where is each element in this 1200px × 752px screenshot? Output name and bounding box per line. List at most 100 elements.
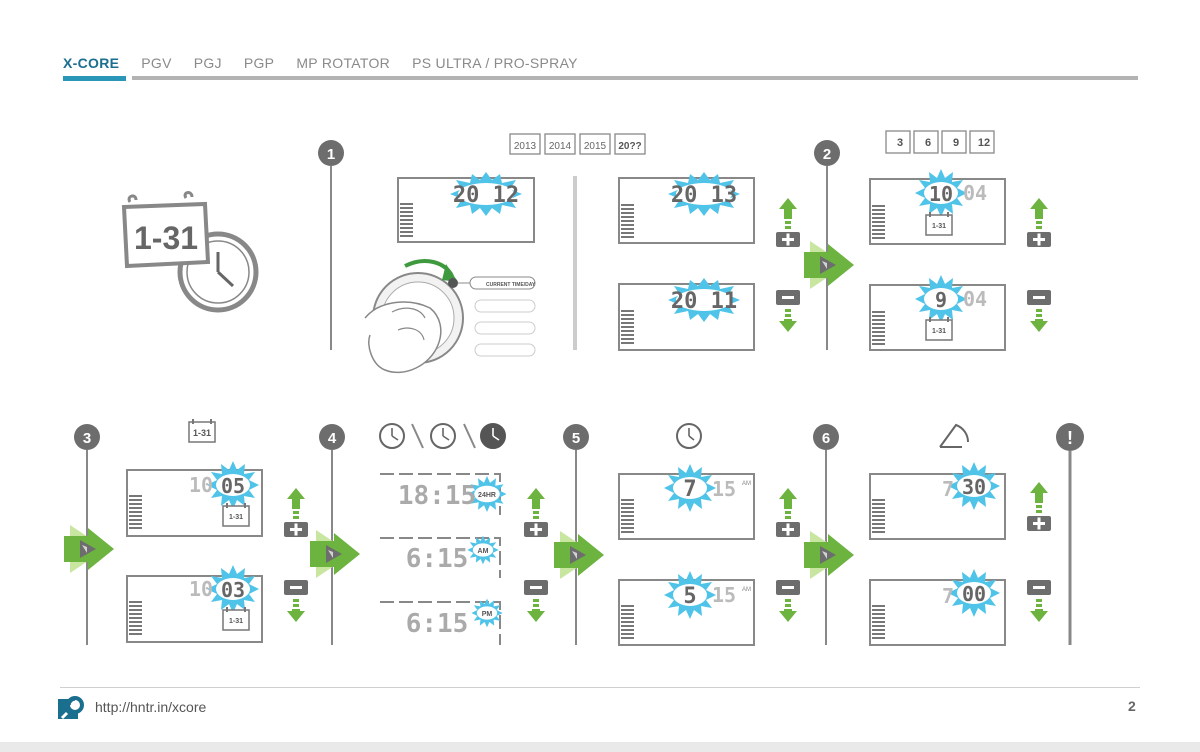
minus-button[interactable] <box>776 580 800 622</box>
minus-button[interactable] <box>524 580 548 622</box>
lcd-hour-value: 7 <box>942 477 954 501</box>
calendar-clock-icon <box>121 191 259 313</box>
plus-button[interactable] <box>1027 198 1051 247</box>
time-format-label: 24HR <box>478 492 496 499</box>
tab-x-core[interactable]: X-CORE <box>63 55 120 71</box>
lcd-year-value: 20 11 <box>671 289 737 314</box>
lcd-year-value: 20 12 <box>453 183 519 208</box>
tab-mp-rotator[interactable]: MP ROTATOR <box>296 55 391 71</box>
lcd-display-minute-minus <box>869 569 1006 646</box>
hunter-logo-icon <box>58 693 88 726</box>
lcd-month-value: 10 <box>929 182 953 206</box>
time-format-panels <box>380 473 507 645</box>
year-icon-label: 20?? <box>618 141 641 152</box>
advance-button[interactable] <box>804 241 854 289</box>
plus-button[interactable] <box>1027 482 1051 531</box>
step-4-number: 4 <box>328 430 337 447</box>
lcd-display-year-plus <box>618 172 755 244</box>
lcd-display-month-plus <box>869 169 1006 245</box>
year-icon-label: 2014 <box>549 141 572 152</box>
lcd-year-value: 20 13 <box>671 183 737 208</box>
step-6-number: 6 <box>822 430 830 447</box>
plus-button[interactable] <box>524 488 548 537</box>
lcd-minute-value: 15 <box>712 583 736 607</box>
lcd-day-value: 04 <box>963 287 987 311</box>
tab-pgv[interactable]: PGV <box>141 55 172 71</box>
year-icon-label: 2015 <box>584 141 607 152</box>
year-icon-label: 2013 <box>514 141 537 152</box>
advance-button[interactable] <box>64 525 114 573</box>
page-number: 2 <box>1128 698 1136 714</box>
plus-button[interactable] <box>284 488 308 537</box>
clock-format-icons <box>379 423 506 449</box>
step-3-badge <box>74 424 100 450</box>
minute-dial-icon <box>939 423 970 448</box>
lcd-display-hour-minus <box>618 571 755 646</box>
time-value-24hr: 18:15 <box>398 481 476 511</box>
day-calendar-label: 1-31 <box>193 428 211 438</box>
month-calendar-icons <box>885 130 995 154</box>
tab-ps-ultra[interactable]: PS ULTRA / PRO-SPRAY <box>412 55 578 71</box>
lcd-day-value: 04 <box>963 181 987 205</box>
lcd-display-hour-plus <box>618 464 755 540</box>
footer-link[interactable]: http://hntr.in/xcore <box>95 699 207 715</box>
mini-calendar-label: 1-31 <box>932 223 946 230</box>
warning-badge <box>1056 423 1084 451</box>
time-format-label: PM <box>482 611 493 618</box>
lcd-month-value: 10 <box>189 577 213 601</box>
clock-icon <box>676 423 702 449</box>
minus-button[interactable] <box>776 290 800 332</box>
month-icon-label: 6 <box>925 137 931 149</box>
time-format-label: AM <box>478 548 489 555</box>
active-tab-indicator <box>63 76 126 81</box>
step-2-badge <box>814 140 840 166</box>
lcd-minute-value: 15 <box>712 477 736 501</box>
advance-button[interactable] <box>310 530 360 578</box>
dial-position-label: CURRENT TIME/DAY <box>486 282 536 288</box>
lcd-display-day-minus <box>126 565 263 643</box>
calendar-date-range: 1-31 <box>134 220 198 256</box>
minus-button[interactable] <box>1027 580 1051 622</box>
time-value-am: 6:15 <box>406 544 469 574</box>
minus-button[interactable] <box>1027 290 1051 332</box>
step-1-badge <box>318 140 344 166</box>
time-value-pm: 6:15 <box>406 609 469 639</box>
lcd-day-value: 03 <box>221 578 245 602</box>
warning-icon: ! <box>1067 428 1073 448</box>
lcd-hour-value: 5 <box>683 584 696 609</box>
lcd-display-month-minus <box>869 275 1006 351</box>
step-6-badge <box>813 424 839 450</box>
month-icon-label: 9 <box>953 137 959 149</box>
lcd-ampm-indicator: AM <box>742 481 751 487</box>
tab-bar-divider <box>132 76 1138 80</box>
lcd-display-minute-plus <box>869 462 1006 540</box>
lcd-display-year-minus <box>618 278 755 351</box>
step-5-number: 5 <box>572 430 580 447</box>
minus-button[interactable] <box>284 580 308 622</box>
step-4-badge <box>319 424 345 450</box>
month-icon-label: 12 <box>978 137 990 149</box>
lcd-minute-value: 30 <box>962 475 986 499</box>
lcd-day-value: 05 <box>221 474 245 498</box>
plus-button[interactable] <box>776 198 800 247</box>
lcd-ampm-indicator: AM <box>742 587 751 593</box>
lcd-hour-value: 7 <box>942 584 954 608</box>
lcd-month-value: 9 <box>935 288 947 312</box>
plus-button[interactable] <box>776 488 800 537</box>
advance-button[interactable] <box>554 531 604 579</box>
mini-calendar-label: 1-31 <box>932 328 946 335</box>
advance-button[interactable] <box>804 531 854 579</box>
step-1-number: 1 <box>327 146 335 163</box>
tab-pgj[interactable]: PGJ <box>193 55 222 71</box>
month-icon-label: 3 <box>897 137 903 149</box>
lcd-display-initial <box>397 172 535 243</box>
bottom-band <box>0 742 1200 752</box>
mini-calendar-label: 1-31 <box>229 618 243 625</box>
lcd-minute-value: 00 <box>962 582 986 606</box>
footer-divider <box>60 687 1140 688</box>
lcd-display-day-plus <box>126 461 263 537</box>
controller-dial-illustration <box>364 259 536 374</box>
tab-pgp[interactable]: PGP <box>243 55 275 71</box>
product-tabs: X-CORE PGV PGJ PGP MP ROTATOR PS ULTRA /… <box>63 55 600 79</box>
